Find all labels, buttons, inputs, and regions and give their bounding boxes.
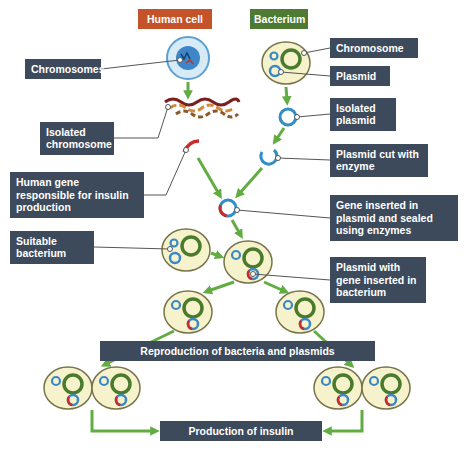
- isolated-plasmid: [280, 109, 296, 125]
- process-arrow: [264, 282, 284, 291]
- node-text: Isolated plasmid: [336, 102, 390, 127]
- cut-plasmid: [261, 150, 277, 164]
- process-arrow: [208, 282, 234, 291]
- process-arrow: [211, 253, 219, 256]
- cell-nucleus: [176, 46, 200, 70]
- chromosome-squiggle: [186, 60, 193, 64]
- leader-end: [235, 208, 240, 213]
- leader-line: [114, 107, 168, 138]
- stage-band: Reproduction of bacteria and plasmids: [100, 341, 375, 362]
- modified-bacterium: [164, 291, 212, 333]
- modified-bacterium: [44, 367, 92, 409]
- callout-label: Plasmid cut with enzyme: [330, 144, 428, 177]
- leader-line: [278, 158, 330, 160]
- leader-end: [166, 105, 171, 110]
- callout-label: Gene inserted in plasmid and sealed usin…: [330, 195, 458, 241]
- callout-label: Plasmid: [330, 66, 390, 87]
- callout-label: Isolated plasmid: [330, 98, 396, 131]
- node-text: Reproduction of bacteria and plasmids: [106, 345, 369, 358]
- leader-end: [251, 272, 256, 277]
- node-text: Isolated chromosome: [46, 126, 108, 151]
- process-arrow: [92, 410, 154, 431]
- result-box: Production of insulin: [160, 421, 322, 442]
- node-text: Chromosomes: [31, 63, 95, 76]
- leader-line: [144, 150, 186, 195]
- bacterium: [262, 42, 310, 84]
- leader-line: [253, 274, 330, 280]
- column-header: Human cell: [138, 9, 212, 30]
- node-text: Plasmid with gene inserted in bacterium: [336, 261, 420, 299]
- leader-line: [281, 72, 330, 76]
- leader-line: [297, 114, 330, 117]
- modified-bacterium: [314, 367, 362, 409]
- process-arrow: [232, 220, 240, 234]
- isolated-chromosome: [170, 105, 234, 111]
- leader-line: [304, 48, 330, 53]
- leader-end: [168, 247, 173, 252]
- process-arrow: [276, 128, 284, 140]
- node-text: Production of insulin: [166, 425, 316, 438]
- callout-label: Human gene responsible for insulin produ…: [10, 172, 144, 218]
- modified-bacterium: [276, 291, 324, 333]
- leader-line: [101, 60, 180, 69]
- process-arrow: [187, 82, 190, 94]
- inserted-gene: [220, 205, 227, 216]
- process-arrow: [328, 410, 362, 431]
- callout-label: Plasmid with gene inserted in bacterium: [330, 257, 426, 303]
- leader-end: [178, 58, 183, 63]
- leader-line: [94, 247, 170, 249]
- column-header: Bacterium: [250, 9, 308, 30]
- isolated-chromosome: [176, 111, 238, 117]
- node-text: Chromosome: [336, 42, 412, 55]
- node-text: Human cell: [142, 13, 208, 26]
- process-arrow: [286, 87, 287, 100]
- leader-line: [237, 210, 330, 218]
- node-text: Gene inserted in plasmid and sealed usin…: [336, 199, 452, 237]
- callout-label: Suitable bacterium: [10, 231, 94, 264]
- modified-bacterium: [362, 367, 410, 409]
- leader-end: [276, 156, 281, 161]
- suitable-bacterium: [162, 229, 210, 271]
- callout-label: Isolated chromosome: [40, 122, 114, 155]
- insulin-gene: [184, 141, 199, 152]
- leader-end: [184, 148, 189, 153]
- callout-label: Chromosome: [330, 38, 418, 59]
- node-text: Suitable bacterium: [16, 235, 88, 260]
- node-text: Plasmid: [336, 70, 384, 83]
- modified-bacterium: [224, 241, 272, 283]
- chromosome-squiggle: [181, 53, 190, 59]
- node-text: Bacterium: [254, 13, 304, 26]
- callout-label: Chromosomes: [25, 59, 101, 80]
- node-text: Human gene responsible for insulin produ…: [16, 176, 138, 214]
- process-arrow: [239, 168, 262, 194]
- leader-end: [279, 70, 284, 75]
- process-arrow: [198, 158, 219, 194]
- node-text: Plasmid cut with enzyme: [336, 148, 422, 173]
- recombinant-plasmid: [220, 200, 236, 216]
- modified-bacterium: [92, 367, 140, 409]
- leader-end: [295, 115, 300, 120]
- human-cell: [167, 37, 209, 79]
- leader-end: [302, 51, 307, 56]
